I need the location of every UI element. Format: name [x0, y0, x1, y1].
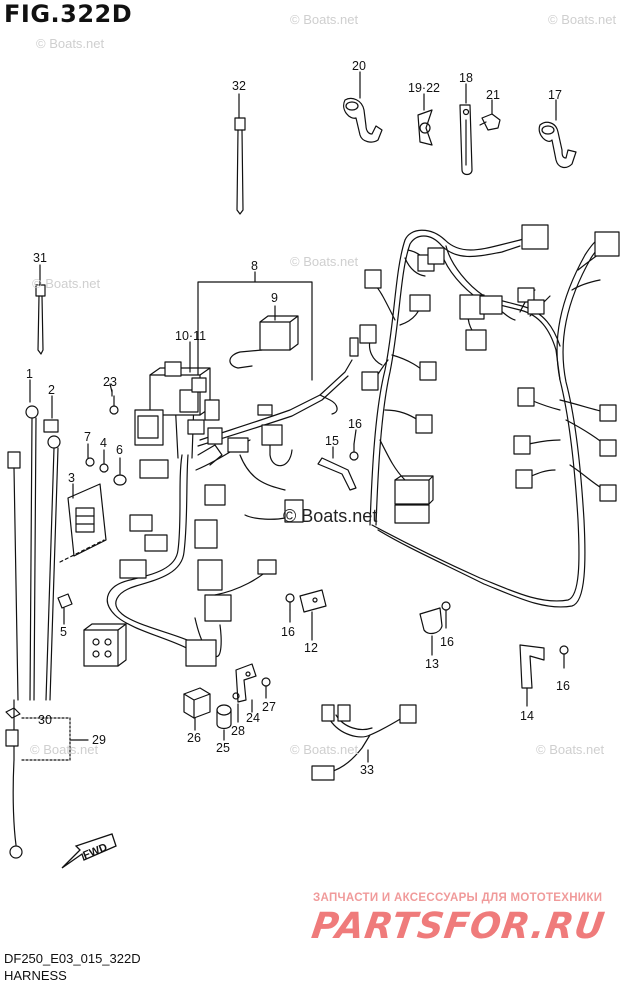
watermark-boats-6: © Boats.net	[30, 742, 99, 757]
label-part-32: 32	[232, 79, 246, 93]
label-part-3: 3	[68, 471, 75, 485]
label-part-33: 33	[360, 763, 374, 777]
watermark-boats-5: © Boats.net	[32, 276, 101, 291]
part-labels: 32 20 19·22 18 21 17 31 8 9 10·11 1 23 2…	[26, 59, 570, 777]
label-part-16b: 16	[281, 625, 295, 639]
bracket-13	[419, 607, 443, 635]
label-part-15: 15	[325, 434, 339, 448]
right-harness	[359, 224, 620, 608]
watermark-ru-tagline: ЗАПЧАСТИ И АКСЕССУАРЫ ДЛЯ МОТОТЕХНИКИ	[313, 892, 603, 904]
terminal-2	[43, 419, 59, 433]
label-part-26: 26	[187, 731, 201, 745]
label-part-9: 9	[271, 291, 278, 305]
watermark-boats-4: © Boats.net	[290, 254, 359, 269]
watermark-boats-3: © Boats.net	[36, 36, 105, 51]
label-part-1: 1	[26, 367, 33, 381]
label-part-16c: 16	[440, 635, 454, 649]
cable-tie-32	[234, 117, 246, 215]
label-part-28: 28	[231, 724, 245, 738]
label-part-5: 5	[60, 625, 67, 639]
connector-block	[83, 623, 127, 667]
label-part-18: 18	[459, 71, 473, 85]
cap-30	[5, 707, 21, 719]
label-part-7: 7	[84, 430, 91, 444]
watermark-center: © Boats.net	[283, 506, 378, 526]
sub-harness-33	[311, 704, 417, 781]
relay-9	[229, 315, 299, 369]
clamp-17	[538, 121, 577, 169]
label-part-13: 13	[425, 657, 439, 671]
label-part-21: 21	[486, 88, 500, 102]
watermark-boats-8: © Boats.net	[536, 742, 605, 757]
label-part-20: 20	[352, 59, 366, 73]
label-part-16a: 16	[348, 417, 362, 431]
label-part-6: 6	[116, 443, 123, 457]
fwd-arrow: FWD	[61, 833, 117, 869]
bracket-12	[299, 589, 327, 613]
bracket-24	[235, 663, 257, 703]
bolt-16c	[441, 601, 451, 629]
label-part-14: 14	[520, 709, 534, 723]
figure-name: HARNESS	[4, 968, 67, 983]
watermark-boats-2: © Boats.net	[548, 12, 617, 27]
label-part-29: 29	[92, 733, 106, 747]
bolt-16a	[349, 443, 359, 461]
label-part-17: 17	[548, 88, 562, 102]
bolt-16b	[285, 593, 295, 611]
label-part-24: 24	[246, 711, 260, 725]
label-part-2: 2	[48, 383, 55, 397]
clamp-20	[343, 97, 383, 143]
main-harness	[106, 337, 359, 667]
label-part-16d: 16	[556, 679, 570, 693]
watermark-brand-logo: PARTSFOR.RU	[309, 906, 608, 947]
cable-29	[5, 699, 23, 859]
bolt-21	[479, 113, 501, 131]
grommet-25	[216, 704, 232, 730]
grommet-6	[113, 474, 127, 486]
clamp-4	[99, 463, 109, 473]
label-part-25: 25	[216, 741, 230, 755]
bolt-7	[85, 457, 95, 467]
battery-cable-1	[25, 405, 39, 701]
bolt-23	[109, 395, 119, 415]
watermark-boats-7: © Boats.net	[290, 742, 359, 757]
label-part-31: 31	[33, 251, 47, 265]
strap-18	[459, 104, 473, 176]
label-part-19-22: 19·22	[408, 81, 440, 95]
label-part-23: 23	[103, 375, 117, 389]
label-part-10-11: 10·11	[175, 329, 206, 343]
cover-3	[59, 483, 107, 563]
connector-small	[7, 451, 21, 701]
bracket-15	[317, 457, 357, 491]
figure-code: DF250_E03_015_322D	[4, 951, 141, 966]
label-part-12: 12	[304, 641, 318, 655]
nut-28	[232, 692, 240, 700]
cap-26	[183, 687, 211, 719]
clip-19-22	[417, 109, 433, 146]
cable-1b	[45, 435, 61, 701]
bracket-14	[519, 644, 545, 689]
bolt-27	[261, 677, 271, 687]
watermark-boats-1: © Boats.net	[290, 12, 359, 27]
label-part-8: 8	[251, 259, 258, 273]
label-part-4: 4	[100, 436, 107, 450]
label-part-27: 27	[262, 700, 276, 714]
cable-tie-31	[35, 284, 46, 355]
grommet-5	[57, 593, 73, 609]
figure-title: FIG.322D	[4, 0, 133, 28]
bolt-16d	[559, 645, 569, 669]
label-part-30: 30	[38, 713, 52, 727]
